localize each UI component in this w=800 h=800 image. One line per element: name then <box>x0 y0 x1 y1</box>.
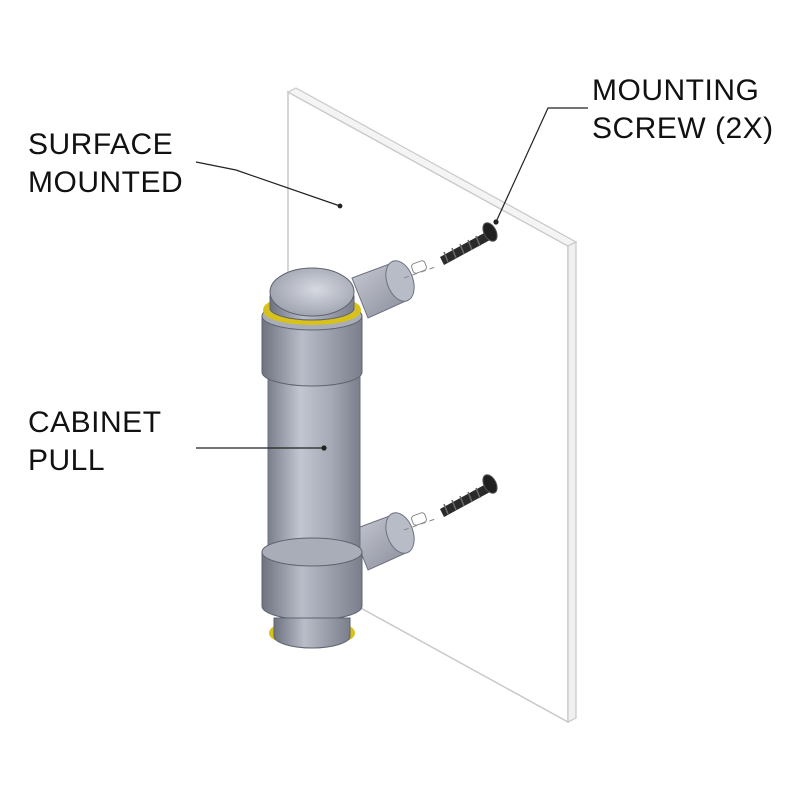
upper-end-cap <box>261 267 363 387</box>
screw-leader <box>495 107 588 223</box>
label-pull-line1: CABINET <box>28 406 162 439</box>
upper-standoff <box>351 260 415 319</box>
label-mounting-screw: MOUNTING SCREW (2X) <box>592 72 774 148</box>
surface-leader <box>195 161 341 207</box>
label-screw-line1: MOUNTING <box>592 74 760 107</box>
label-pull-line2: PULL <box>28 444 106 477</box>
insertion-path-lines <box>403 260 439 531</box>
lower-mounting-screw <box>440 474 498 517</box>
callout-leader-lines <box>195 107 588 451</box>
label-surface-line1: SURFACE <box>28 128 174 161</box>
label-cabinet-pull: CABINET PULL <box>28 404 162 480</box>
label-screw-line2: SCREW (2X) <box>592 112 774 145</box>
label-surface-line2: MOUNTED <box>28 166 184 199</box>
lower-end-cap <box>261 537 363 649</box>
label-surface-mounted: SURFACE MOUNTED <box>28 126 183 202</box>
lower-standoff <box>351 512 415 571</box>
upper-mounting-screw <box>440 222 498 265</box>
